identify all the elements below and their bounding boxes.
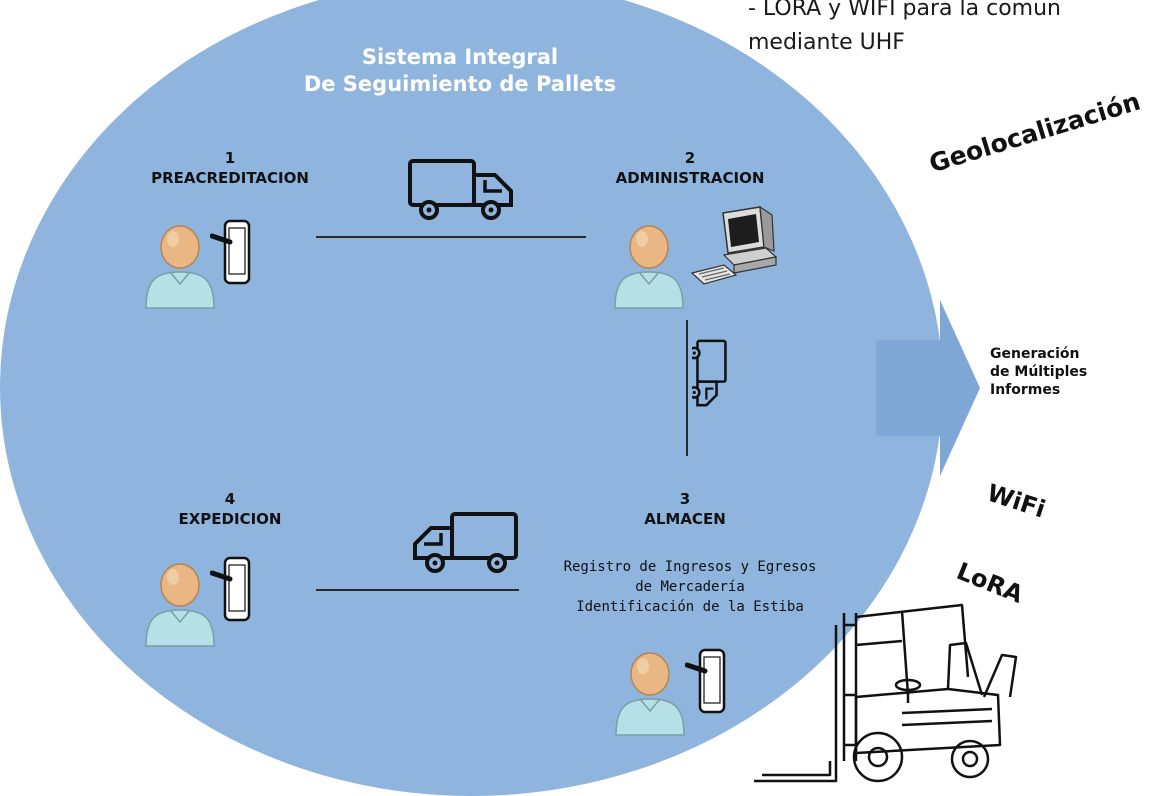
system-circle [0,0,943,796]
connector-1-2 [316,236,586,238]
truck-icon [407,155,517,225]
truck-icon [692,339,762,449]
tablet-icon [685,647,729,719]
connector-3-4 [316,589,519,591]
output-line-2: de Múltiples [990,364,1088,380]
system-title: Sistema Integral De Seguimiento de Palle… [230,44,690,98]
user-icon [609,218,689,310]
user-icon [610,645,690,737]
station-3-number: 3 [679,490,691,508]
station-1-number: 1 [224,149,236,167]
station-3-name: ALMACEN [644,510,726,528]
output-line-1: Generación [990,346,1080,362]
note-line-1: - LORA y WIFI para la comun [748,0,1061,21]
user-icon [140,218,220,310]
station-3-description-line-1: Registro de Ingresos y Egresos [563,559,817,575]
station-3-label: 3 ALMACEN [555,489,815,529]
station-4-name: EXPEDICION [178,510,282,528]
station-4-label: 4 EXPEDICION [100,489,360,529]
computer-icon [688,203,778,293]
station-1-name: PREACREDITACION [151,169,309,187]
output-line-3: Informes [990,382,1061,398]
connector-2-3 [686,320,688,456]
system-title-line-2: De Seguimiento de Pallets [303,72,617,96]
tablet-icon [210,218,254,290]
station-3-description-line-3: Identificación de la Estiba [576,599,804,615]
truck-icon [409,508,519,578]
output-arrow [876,300,980,476]
station-4-number: 4 [224,490,236,508]
system-title-line-1: Sistema Integral [361,45,559,69]
station-2-label: 2 ADMINISTRACION [560,148,820,188]
geolocation-label: Geolocalización [925,86,1144,179]
station-2-number: 2 [684,149,696,167]
tablet-icon [210,555,254,627]
station-3-description: Registro de Ingresos y Egresos de Mercad… [515,557,865,617]
note-line-2: mediante UHF [748,30,905,55]
output-label: Generación de Múltiples Informes [990,345,1087,399]
note-text: - LORA y WIFI para la comun mediante UHF [748,0,1171,60]
forklift-icon [754,603,1018,783]
user-icon [140,556,220,648]
station-2-name: ADMINISTRACION [615,169,765,187]
station-3-description-line-2: de Mercadería [635,579,745,595]
wifi-label: WiFi [983,478,1049,524]
station-1-label: 1 PREACREDITACION [100,148,360,188]
